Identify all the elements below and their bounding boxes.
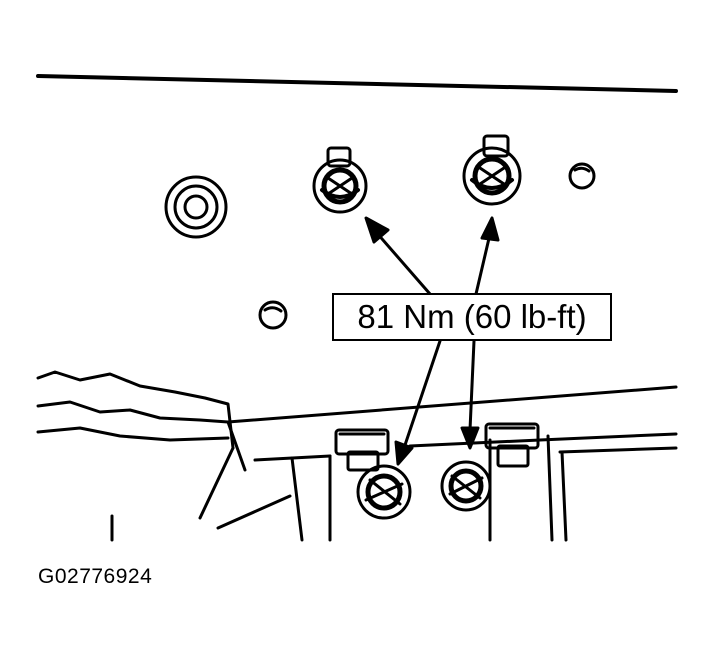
small-hole [258,300,288,330]
small-hole [568,162,596,190]
leader-arrow [394,339,442,466]
upper-bolt [462,134,522,206]
lower-bolt [440,460,492,512]
grommet [164,175,228,239]
panel-top-edge [36,74,678,93]
leader-arrow [460,339,480,450]
lower-bracket [484,422,540,468]
figure-id: G02776924 [38,565,153,588]
leader-arrow [474,216,500,296]
frame-rail [36,370,678,542]
lower-bolt [356,464,412,520]
leader-arrow [364,216,432,296]
upper-bolt [312,146,368,214]
lower-bracket [334,428,390,472]
torque-callout: 81 Nm (60 lb-ft) [332,293,612,341]
